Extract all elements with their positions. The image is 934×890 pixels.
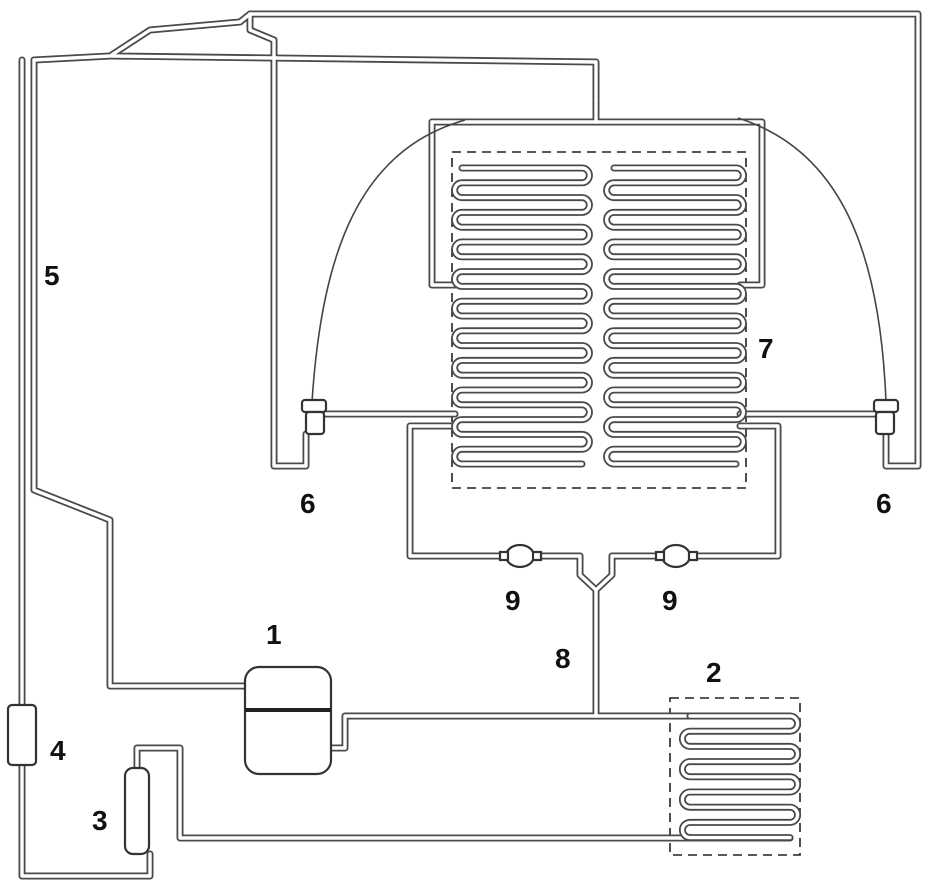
- condenser-serpentine-bore: [680, 714, 800, 840]
- capillary-right: [737, 117, 887, 403]
- pipe-segment-bore: [248, 12, 308, 468]
- pipe-segment-outline: [693, 422, 782, 560]
- piping: [18, 10, 922, 880]
- valve-left: [498, 543, 543, 569]
- valve-right: [654, 543, 699, 569]
- pipe-segment-bore: [329, 714, 792, 750]
- pipe-segment-outline: [576, 552, 600, 720]
- pipe-segment-bore: [430, 120, 457, 287]
- pipe-segment-bore: [430, 120, 764, 287]
- label-condenser: 2: [706, 657, 722, 688]
- evaporator-coil-left-bore: [452, 166, 592, 466]
- expansion-valve-right: [872, 398, 900, 436]
- pipe-segment-bore: [20, 763, 152, 878]
- capillary-left: [311, 119, 466, 403]
- expansion-valve-left: [300, 398, 328, 436]
- label-suction-line: 5: [44, 260, 60, 291]
- condenser-coil: [678, 712, 802, 842]
- filter-drier: [6, 703, 38, 767]
- compressor: [243, 665, 333, 776]
- label-valve-left: 9: [505, 585, 521, 616]
- label-compressor: 1: [266, 619, 282, 650]
- label-evaporator: 7: [758, 333, 774, 364]
- evaporator-coil-right-bore: [604, 166, 746, 466]
- pipe-segment-bore: [695, 424, 780, 558]
- pipe-segment-bore: [594, 554, 614, 592]
- pipe-segment-bore: [110, 54, 598, 102]
- pipe-segment-outline: [406, 422, 504, 560]
- label-return-line: 8: [555, 643, 571, 674]
- pipe-segment-bore: [408, 424, 502, 558]
- label-expansion-valve-right: 6: [876, 488, 892, 519]
- pipe-segment-outline: [30, 56, 249, 690]
- pipe-segment-bore: [578, 554, 598, 718]
- label-filter-drier: 4: [50, 735, 66, 766]
- label-expansion-valve-left: 6: [300, 488, 316, 519]
- evaporator-coils: [451, 164, 747, 468]
- label-valve-right: 9: [662, 585, 678, 616]
- pipe-inner: [20, 12, 920, 878]
- pipe-segment-outline: [592, 552, 616, 594]
- pipe-segment-bore: [32, 58, 247, 688]
- condenser-boundary: [669, 697, 801, 856]
- pipe-segment-outline: [428, 118, 766, 289]
- label-receiver: 3: [92, 805, 108, 836]
- receiver: [123, 766, 151, 856]
- pipe-segment-outline: [246, 10, 310, 470]
